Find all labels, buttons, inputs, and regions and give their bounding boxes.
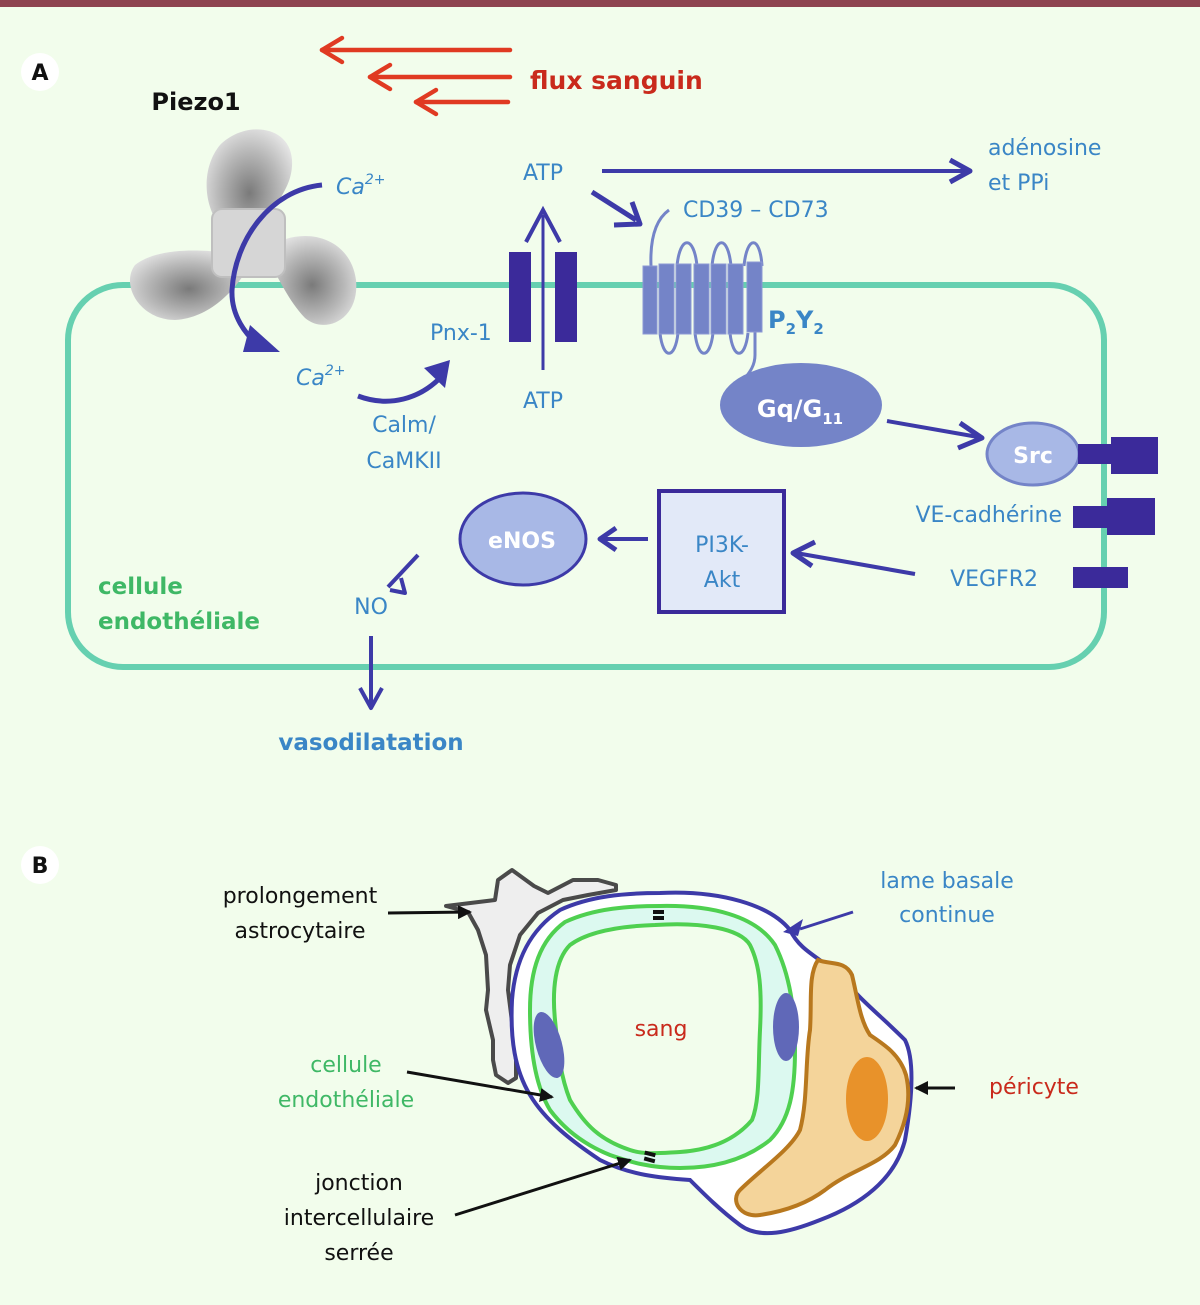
flow-arrow-1 — [319, 35, 513, 65]
basal-lamina-pointer-arrow — [799, 910, 854, 931]
p2y2-label: P2Y2 — [768, 306, 824, 338]
calm-arrowhead — [424, 360, 450, 388]
pi3k-label-line1: PI3K- — [695, 533, 749, 558]
junction-pointer-arrow — [454, 1156, 632, 1217]
atp-to-adenosine-arrowhead — [948, 157, 973, 185]
junction-label-line2: intercellulaire — [284, 1206, 434, 1231]
calm-label-line2: CaMKII — [366, 449, 441, 474]
ve-cadherin-receptor — [1073, 498, 1155, 535]
tight-junction-bottom — [643, 1150, 656, 1164]
flow-label: flux sanguin — [530, 66, 703, 95]
panel-b-letter: B — [32, 854, 49, 879]
panel-a-badge — [21, 53, 59, 91]
astrocyte-label-line2: astrocytaire — [234, 919, 365, 944]
enos-label: eNOS — [488, 529, 556, 554]
ca-influx-arrowhead — [243, 325, 280, 352]
ca-outside-label: Ca2+ — [336, 172, 385, 200]
vegfr2-receptor — [1073, 567, 1128, 588]
p2y2-receptor-icon — [642, 208, 764, 379]
flow-arrow-2 — [367, 62, 513, 92]
enos-to-no-arrowhead — [389, 577, 407, 595]
blood-flow-arrows — [319, 35, 513, 117]
gq-g11-ellipse — [720, 363, 882, 447]
tight-junction-top — [653, 910, 664, 920]
cell-label-line1: cellule — [98, 574, 183, 600]
top-border-bar — [0, 0, 1200, 7]
calm-label-line1: Calm/ — [372, 413, 436, 438]
basal-lamina-pointer-arrowhead — [783, 919, 803, 936]
piezo1-channel-icon — [129, 129, 357, 325]
cell-label-line2: endothéliale — [98, 609, 260, 635]
adenosine-label-line2: et PPi — [988, 171, 1049, 196]
vegfr2-to-pi3k-arrowhead — [790, 539, 817, 569]
endothelial-pointer-arrow — [406, 1070, 554, 1102]
atp-to-receptor-arrow — [590, 189, 638, 223]
cell-membrane — [65, 282, 1107, 670]
gq-to-src-arrow — [886, 419, 979, 439]
piezo1-label: Piezo1 — [151, 88, 240, 116]
pnx1-channel-left — [509, 252, 531, 342]
vegfr2-to-pi3k-arrow — [795, 551, 916, 576]
endothelial-label-line2: endothéliale — [278, 1088, 414, 1113]
flow-arrow-3 — [413, 87, 511, 117]
ve-cadherine-label: VE-cadhérine — [915, 503, 1062, 528]
atp-release-arrowhead — [524, 205, 562, 243]
pnx1-channel-right — [555, 252, 577, 342]
astrocyte-pointer-arrow — [387, 905, 472, 920]
endothelial-label-line1: cellule — [310, 1053, 381, 1078]
pi3k-akt-box — [657, 489, 786, 614]
atp-to-receptor-arrowhead — [613, 201, 643, 228]
basal-lamina-label-line2: continue — [899, 903, 995, 928]
ca-influx-arrow — [229, 182, 323, 350]
astrocyte-label-line1: prolongement — [223, 884, 378, 909]
vessel-lumen — [551, 922, 763, 1156]
atp-extracellular-label: ATP — [523, 161, 563, 186]
src-label: Src — [1013, 444, 1053, 469]
enos-ellipse — [458, 491, 588, 587]
blood-label: sang — [635, 1017, 688, 1042]
panel-b-badge — [21, 846, 59, 884]
panel-a-letter: A — [31, 61, 48, 86]
pi3k-label-line2: Akt — [704, 568, 741, 593]
endothelial-nucleus-left — [533, 1011, 565, 1079]
enos-to-no-arrow — [386, 553, 420, 589]
endothelial-nucleus-right — [773, 993, 799, 1061]
panel-b: B sang prolongement astrocytaire lame ba… — [21, 846, 1079, 1266]
gq-g11-label: Gq/G11 — [757, 395, 843, 428]
pnx1-label: Pnx-1 — [430, 321, 492, 346]
pericyte-cell — [734, 957, 911, 1218]
basal-lamina-label-line1: lame basale — [880, 869, 1014, 894]
cd39-cd73-label: CD39 – CD73 — [683, 198, 829, 223]
pericyte-nucleus — [846, 1057, 888, 1141]
calm-arrow — [357, 376, 442, 404]
panel-a: A flux sanguin Piezo1 — [21, 35, 1158, 756]
vasodilatation-label: vasodilatation — [278, 730, 463, 756]
atp-intracellular-label: ATP — [523, 389, 563, 414]
pi3k-to-enos-arrowhead — [597, 525, 618, 553]
vegfr2-label: VEGFR2 — [950, 567, 1038, 592]
ve-cadherin-receptor-src — [1078, 437, 1158, 474]
ca-inside-label: Ca2+ — [296, 363, 345, 391]
adenosine-label-line1: adénosine — [988, 136, 1101, 161]
no-to-vasodilatation-arrowhead — [358, 687, 384, 710]
junction-label-line1: jonction — [314, 1171, 403, 1196]
junction-label-line3: serrée — [324, 1241, 393, 1266]
gq-to-src-arrowhead — [957, 420, 985, 451]
no-label: NO — [354, 595, 388, 620]
pericyte-label: péricyte — [989, 1075, 1079, 1100]
